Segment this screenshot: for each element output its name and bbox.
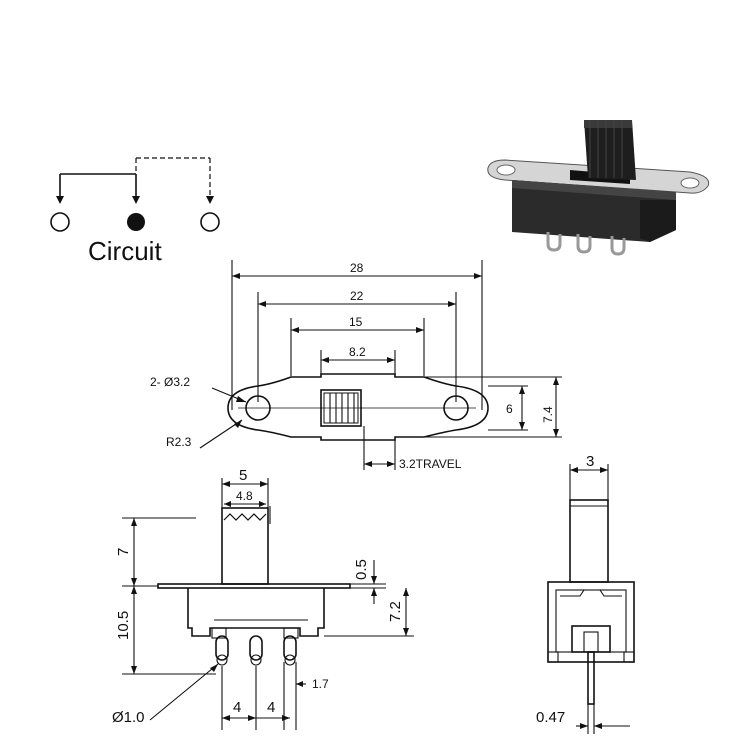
circuit-symbol: Circuit — [50, 157, 220, 266]
dim-4-right-label: 4 — [267, 699, 275, 716]
dim-1-7-label: 1.7 — [312, 677, 329, 691]
dim-15-label: 15 — [349, 315, 363, 329]
hole-diameter-label: 2- Ø3.2 — [150, 375, 190, 389]
dim-28-label: 28 — [350, 261, 364, 275]
radius-label: R2.3 — [166, 435, 192, 449]
dim-7-4-label: 7.4 — [541, 406, 555, 423]
dim-22-label: 22 — [350, 289, 364, 303]
dim-7-2-label: 7.2 — [387, 601, 404, 622]
pin-diameter-label: Ø1.0 — [112, 709, 145, 726]
circuit-label: Circuit — [88, 236, 162, 266]
left-terminal-icon — [50, 212, 70, 232]
dim-6-label: 6 — [506, 402, 513, 416]
travel-label: 3.2TRAVEL — [399, 457, 462, 471]
dim-10-5-label: 10.5 — [115, 611, 132, 640]
dim-5-label: 5 — [239, 467, 247, 484]
side-view: 5 4.8 7 10.5 — [112, 467, 414, 730]
switch-photo — [487, 120, 710, 256]
end-view: 3 0.47 — [536, 453, 635, 734]
dim-0-47-label: 0.47 — [536, 709, 565, 726]
dim-0-5-label: 0.5 — [353, 559, 370, 580]
dim-8-2-label: 8.2 — [349, 345, 366, 359]
top-view: 28 22 15 8.2 6 — [150, 260, 562, 471]
dim-4-8-label: 4.8 — [236, 489, 253, 503]
dim-7-label: 7 — [115, 548, 132, 556]
dim-4-left-label: 4 — [233, 699, 241, 716]
right-terminal-icon — [200, 212, 220, 232]
common-terminal-icon — [127, 213, 145, 231]
dim-3-label: 3 — [586, 453, 594, 470]
